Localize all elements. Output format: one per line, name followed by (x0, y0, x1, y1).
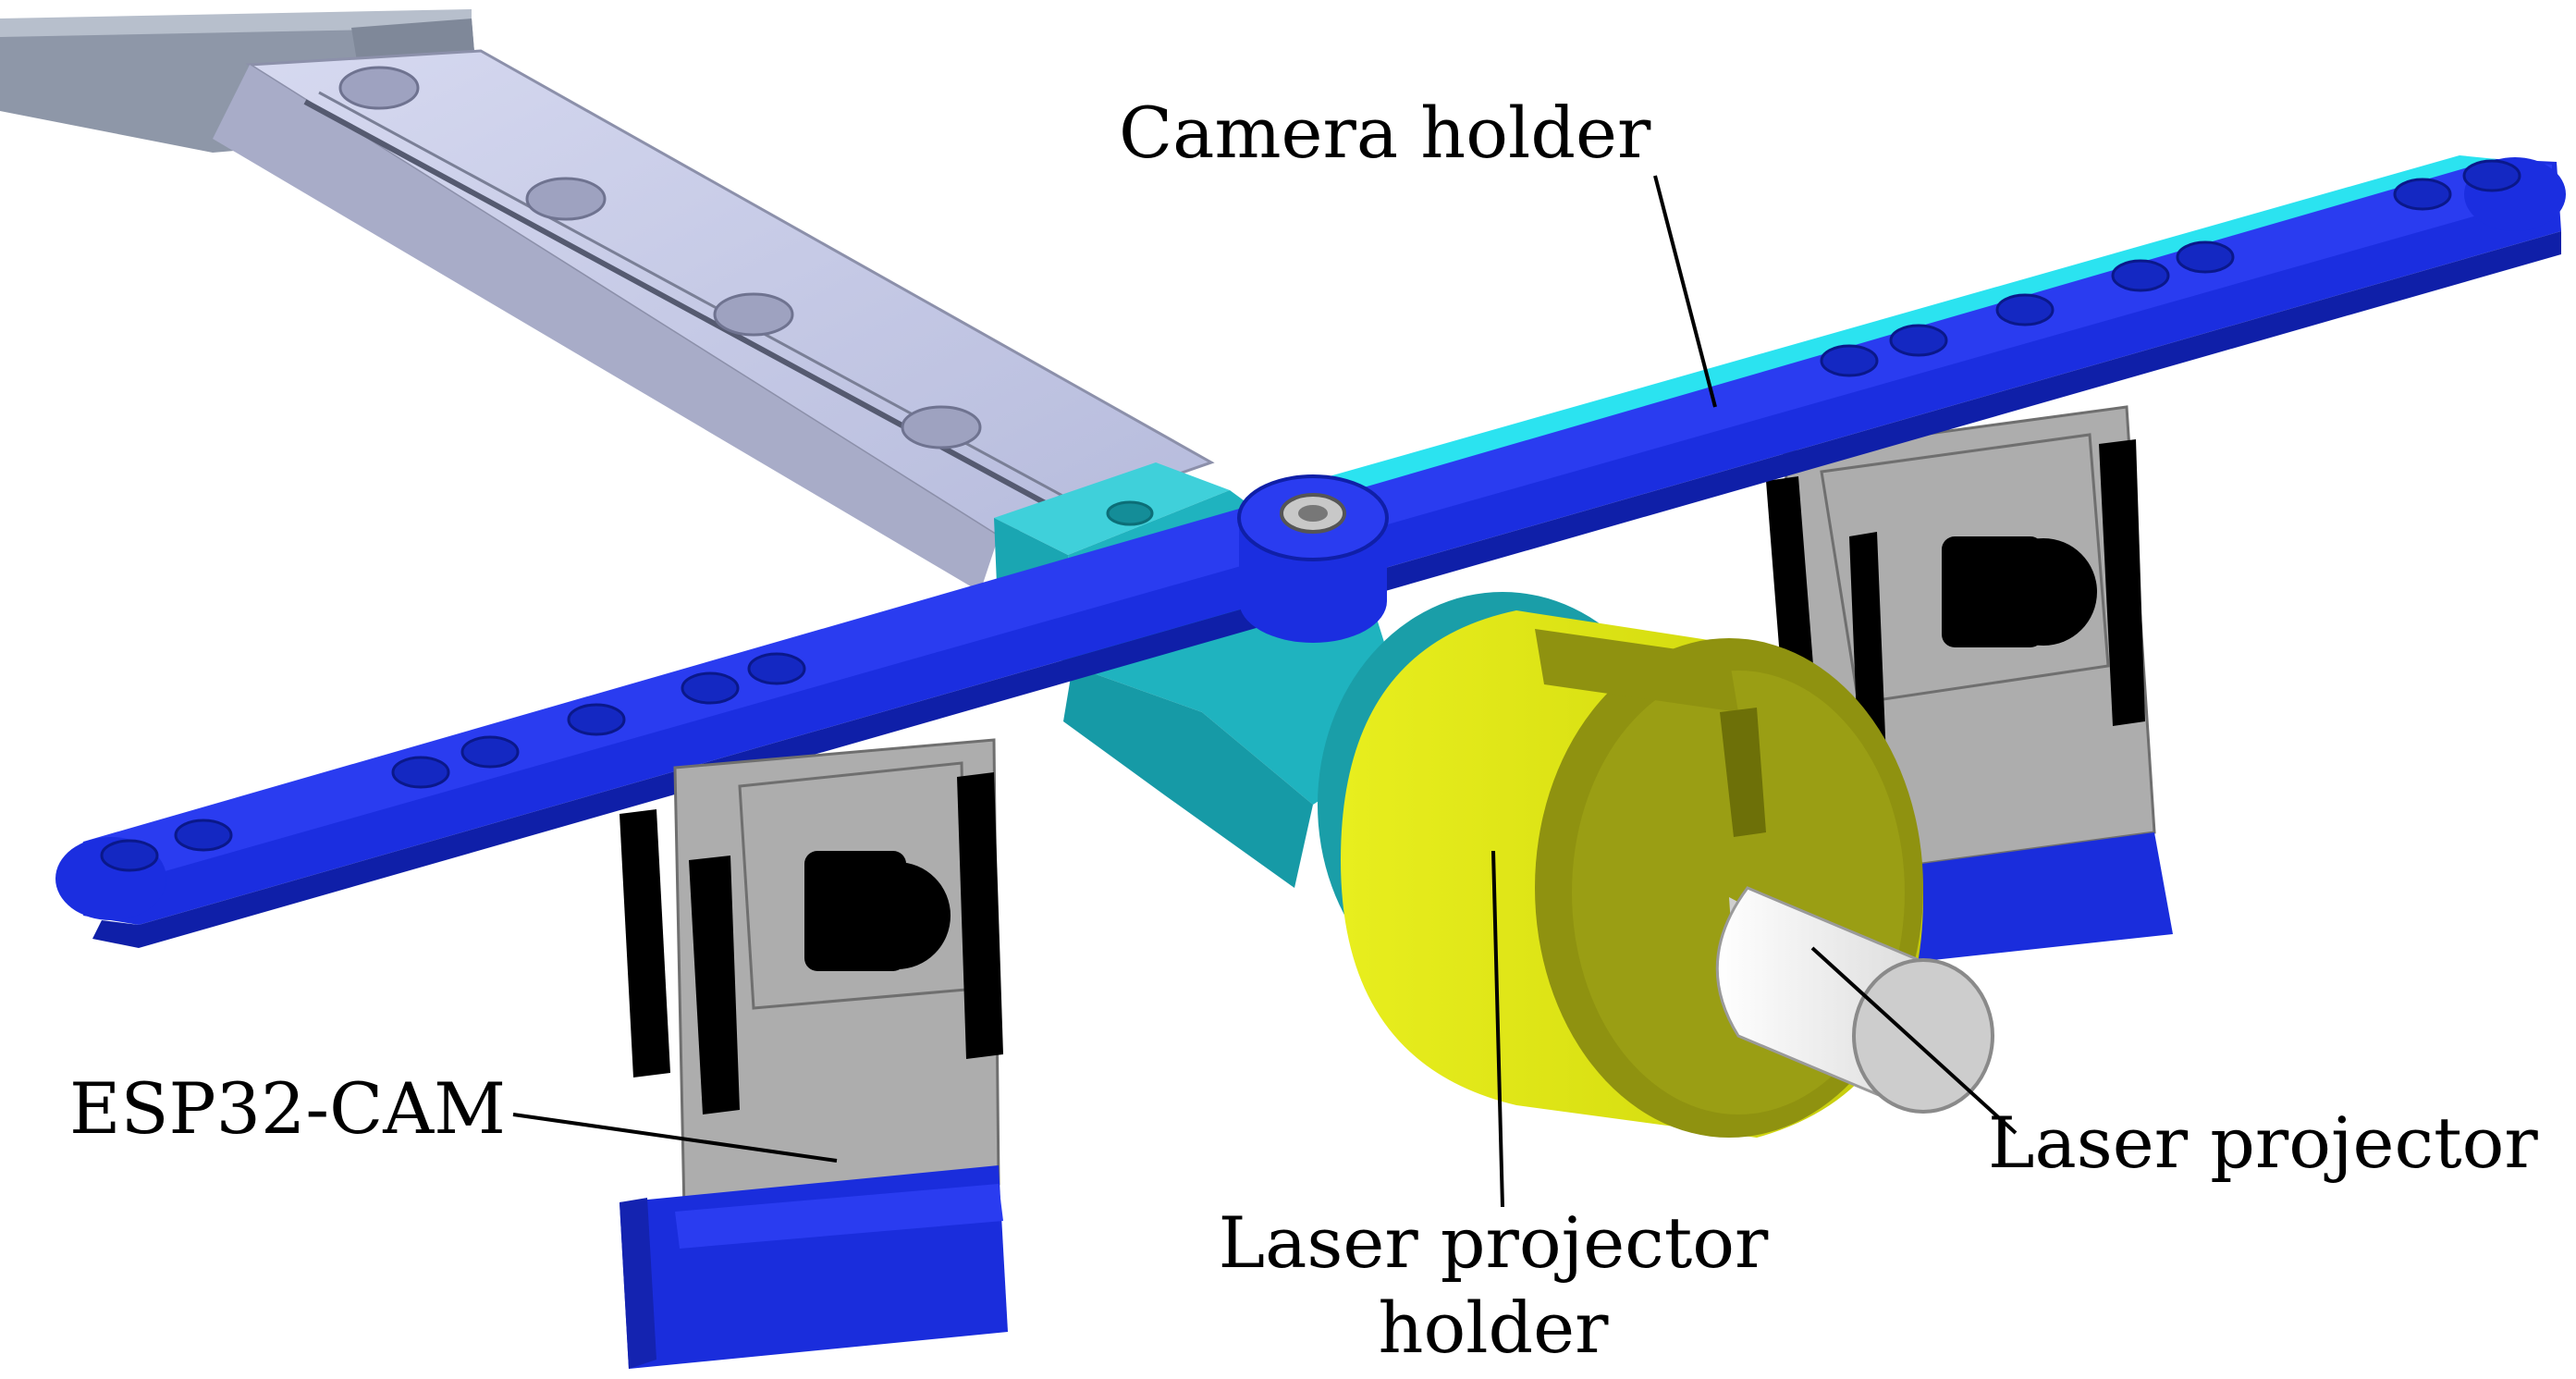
leader-camera-holder (1653, 175, 1717, 408)
label-laser-projector-holder-line1: Laser projector (1219, 1201, 1769, 1284)
leader-lines (512, 175, 2018, 1208)
laser-projector (1715, 886, 1994, 1114)
leader-laser-projector (1810, 946, 2018, 1135)
camera-module-left (619, 738, 1008, 1369)
label-camera-holder: Camera holder (1119, 92, 1651, 174)
camera-holder-holes (100, 159, 2521, 872)
label-laser-projector-holder-line2: holder (1379, 1287, 1610, 1369)
pivot-boss (1237, 474, 1389, 643)
label-laser-projector: Laser projector (1988, 1102, 2538, 1184)
leader-esp32-cam (512, 1113, 838, 1163)
label-esp32-cam: ESP32-CAM (69, 1067, 506, 1150)
linear-rail (213, 49, 1215, 592)
leader-laser-projector-holder (1491, 850, 1504, 1208)
